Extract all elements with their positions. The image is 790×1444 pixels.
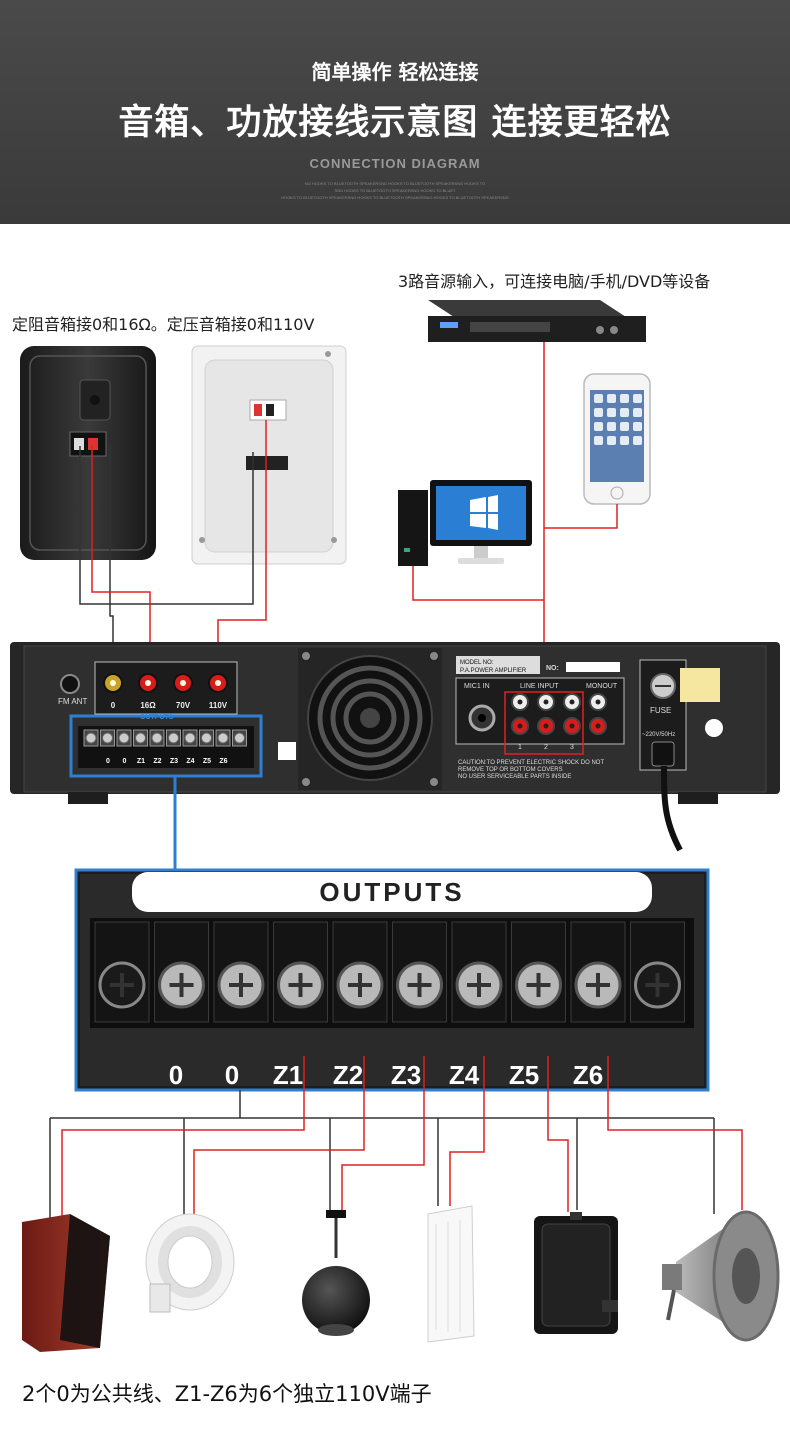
z2-wire [193, 1056, 365, 1220]
speakers-caption: 定阻音箱接0和16Ω。定压音箱接0和110V [12, 315, 315, 334]
zoom-terminal-label: 0 [169, 1060, 183, 1090]
zoom-terminal-label: Z1 [273, 1060, 303, 1090]
output-terminal-label: Z4 [186, 758, 194, 765]
model-no-label: MODEL NO: [460, 660, 494, 666]
header-fine-print: SNG HOOKS TO BLUETOOTH SPEAKERSNG HOOKS … [334, 188, 456, 193]
fixed-impedance-speaker-icon [20, 346, 156, 560]
line-channel-label: 1 [518, 744, 522, 751]
monout-label: MONOUT [586, 683, 618, 690]
wall-mount-box-speaker-icon [534, 1212, 618, 1334]
speaker-terminal-label: 70V [176, 701, 191, 710]
column-speaker-icon [427, 1205, 475, 1343]
ceiling-speaker-icon [145, 1213, 235, 1313]
header-title-en: CONNECTION DIAGRAM [309, 156, 481, 171]
caution-line: REMOVE TOP OR BOTTOM COVERS [458, 767, 563, 773]
output-terminal-label: Z5 [203, 758, 211, 765]
speaker-terminal-label: 16Ω [140, 701, 156, 710]
output-terminal-label: Z2 [153, 758, 161, 765]
horn-speaker-icon [662, 1210, 780, 1342]
model-name-label: P.A.POWER AMPLIFIER [460, 668, 527, 674]
header-title: 音箱、功放接线示意图 连接更轻松 [118, 103, 672, 143]
line-input-highlight [504, 691, 584, 755]
desktop-computer-icon [398, 480, 532, 566]
sources-caption: 3路音源输入，可连接电脑/手机/DVD等设备 [398, 272, 711, 291]
bottom-caption: 2个0为公共线、Z1-Z6为6个独立110V端子 [22, 1382, 432, 1406]
zoom-terminal-label: Z2 [333, 1060, 363, 1090]
speaker-terminal-label: 110V [209, 701, 228, 710]
top-wiring [79, 342, 618, 680]
common-wire [79, 446, 254, 605]
fuse-label: FUSE [650, 706, 671, 715]
header-fine-print: HOOKS TO BLUETOOTH SPEAKERSNG HOOKS TO B… [281, 195, 509, 200]
outputs-highlight [69, 714, 263, 870]
zoom-outputs-label: OUTPUTS [319, 877, 464, 907]
output-terminal-label: 0 [106, 758, 110, 765]
output-terminal-label: 0 [123, 758, 127, 765]
pc-line-wire [412, 566, 544, 601]
pendant-speaker-icon [302, 1210, 370, 1336]
zoom-terminal-label: 0 [225, 1060, 239, 1090]
line-channel-label: 2 [544, 744, 548, 751]
zoom-terminal-label: Z6 [573, 1060, 603, 1090]
output-terminal-label: Z1 [137, 758, 145, 765]
outputs-zoom-panel: OUTPUTS 0 0 Z1 Z2 Z3 Z4 Z5 Z6 [74, 868, 710, 1092]
z6-wire [607, 1056, 743, 1210]
dvd-player-icon [428, 300, 646, 342]
caution-line: NO USER SERVICEABLE PARTS INSIDE [458, 774, 571, 780]
power-rating-label: ~220V/50Hz [642, 732, 675, 738]
z5-wire [547, 1056, 569, 1212]
zoom-terminal-label: Z4 [449, 1060, 480, 1090]
z4-wire [449, 1056, 485, 1206]
constant-voltage-speaker-icon [191, 345, 347, 565]
z3-wire [341, 1056, 425, 1212]
bottom-wiring [49, 1056, 743, 1222]
line-input-label: LINE INPUT [520, 683, 559, 690]
zoom-terminal-label: Z3 [391, 1060, 421, 1090]
output-terminal-label: Z3 [170, 758, 178, 765]
speaker-terminal-label: 0 [111, 701, 116, 710]
output-terminal-label: Z6 [219, 758, 227, 765]
zoom-terminal-label: Z5 [509, 1060, 539, 1090]
smartphone-icon [583, 373, 651, 505]
ohm16-wire [91, 446, 151, 676]
wall-speaker-wood-icon [22, 1214, 110, 1352]
line-channel-label: 3 [570, 744, 574, 751]
header-banner: 简单操作 轻松连接 音箱、功放接线示意图 连接更轻松 CONNECTION DI… [0, 0, 790, 224]
mic-in-label: MIC1 IN [464, 683, 490, 690]
fm-ant-label: FM ANT [58, 697, 87, 706]
z1-wire [61, 1056, 305, 1222]
caution-line: CAUTION:TO PREVENT ELECTRIC SHOCK DO NOT [458, 760, 604, 766]
header-subtitle: 简单操作 轻松连接 [311, 60, 479, 84]
header-fine-print: NG HOOKS TO BLUETOOTH SPEAKERSNG HOOKS T… [304, 181, 486, 186]
serial-no-label: NO: [546, 665, 559, 672]
phone-line-wire [544, 504, 618, 529]
